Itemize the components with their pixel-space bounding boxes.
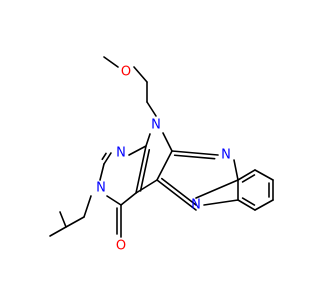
bond [103, 56, 119, 68]
bond [156, 179, 197, 211]
bond [241, 174, 256, 183]
atom-n-pyrazine-lower: N [191, 198, 201, 213]
bond [233, 159, 239, 181]
bond [139, 148, 151, 192]
atom-n-pyrrole: N [151, 118, 161, 133]
bond [241, 197, 256, 206]
bond [203, 199, 239, 206]
bond [128, 145, 147, 156]
bond [162, 132, 173, 152]
atom-o-carbonyl: O [116, 239, 126, 254]
molecule-structure: O N N N O N N [49, 56, 274, 254]
bond [135, 179, 158, 194]
bond [65, 216, 85, 228]
atom-n-pyrimidine-top: N [116, 146, 126, 161]
bond [237, 199, 256, 211]
bond [99, 163, 105, 181]
bond [146, 101, 157, 117]
bond [59, 211, 67, 228]
bond [171, 150, 219, 156]
bond [195, 179, 239, 199]
bond [120, 192, 137, 206]
atom-n-pyrimidine-alkyl: N [96, 181, 106, 196]
atom-n-pyrazine-upper: N [221, 148, 231, 163]
bond [49, 226, 67, 237]
bonds [49, 56, 274, 238]
bond [101, 152, 107, 161]
atom-o-methoxy: O [121, 65, 131, 80]
bond [173, 154, 216, 160]
bond [161, 177, 197, 206]
bond [145, 133, 151, 147]
bond [83, 195, 92, 218]
bond [254, 199, 274, 211]
bond [133, 66, 148, 83]
bond [237, 169, 256, 181]
bond [156, 150, 173, 181]
bond [103, 152, 112, 165]
bond [135, 145, 147, 194]
bond [106, 195, 122, 206]
atom-labels: O N N N O N N [96, 65, 231, 254]
bond [254, 169, 274, 181]
